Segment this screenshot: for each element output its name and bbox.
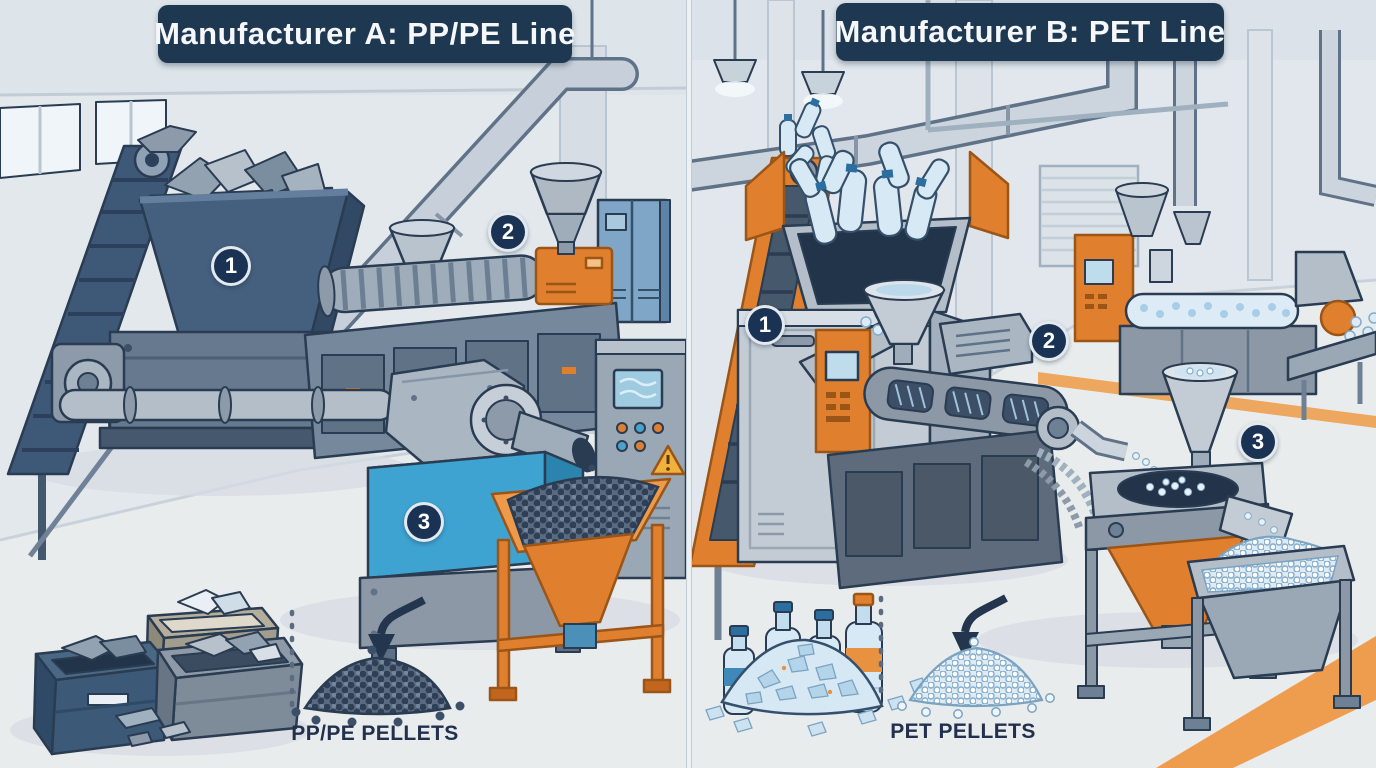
flake-tube	[1124, 292, 1300, 330]
bottles-in-hopper	[789, 141, 950, 245]
panel-b-title: Manufacturer B: PET Line	[834, 14, 1226, 49]
step-badge-b1: 1	[745, 305, 785, 345]
bottles-on-conveyor	[779, 97, 837, 188]
extruder-head	[534, 246, 614, 306]
step-badge-b3: 3	[1238, 422, 1278, 462]
flake-conveyor	[1286, 330, 1376, 382]
crate-gray	[154, 631, 304, 742]
pellet-hopper-a	[488, 475, 672, 702]
screw-barrel	[317, 254, 546, 318]
panel-a-illustration	[0, 0, 688, 756]
crate-blue	[32, 635, 172, 756]
panel-a-title-banner: Manufacturer A: PP/PE Line	[154, 5, 575, 63]
panel-a-title: Manufacturer A: PP/PE Line	[154, 16, 576, 51]
motor-box	[938, 312, 1034, 376]
step-badge-a1: 1	[211, 246, 251, 286]
pelletizer	[58, 358, 622, 548]
arrow-a	[368, 596, 426, 662]
pellet-classifier	[1077, 362, 1361, 731]
collection-bin	[1183, 535, 1361, 731]
pellet-pile-a	[291, 645, 465, 727]
step-badge-a2: 2	[488, 212, 528, 252]
pellet-pile-b	[897, 637, 1055, 719]
panel-b-title-banner: Manufacturer B: PET Line	[834, 3, 1226, 61]
roller	[1319, 299, 1357, 337]
background-washing-line	[1073, 182, 1376, 420]
pet-bottles	[705, 592, 927, 737]
extruder-tower	[814, 328, 872, 454]
step-badge-b2: 2	[1029, 321, 1069, 361]
panel-b-illustration	[688, 0, 1376, 768]
panel-divider	[686, 0, 692, 768]
pellet-label-a: PP/PE PELLETS	[291, 722, 459, 745]
step-badge-a3: 3	[404, 502, 444, 542]
extruder-b	[798, 279, 1167, 590]
pellet-label-b: PET PELLETS	[890, 720, 1036, 743]
control-panel-a	[594, 338, 688, 580]
crates	[32, 589, 304, 756]
